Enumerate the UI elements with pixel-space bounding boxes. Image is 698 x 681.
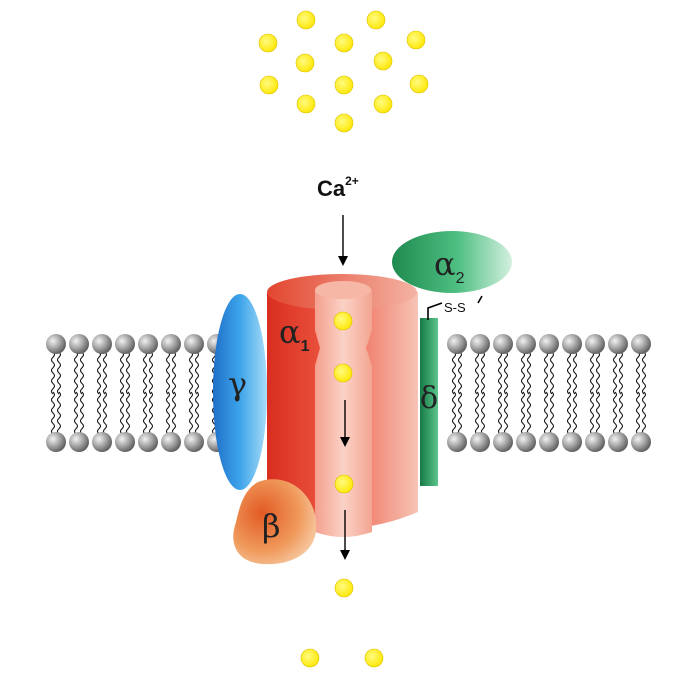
- beta-label: β: [262, 507, 281, 545]
- calcium-ion: [300, 648, 320, 668]
- lipid-molecule: [92, 334, 112, 452]
- lipid-molecule: [608, 334, 628, 452]
- beta-subunit: [233, 479, 317, 565]
- delta-label: δ: [420, 381, 438, 416]
- channel-pore: [315, 290, 372, 537]
- calcium-ion: [406, 30, 426, 50]
- calcium-ion: [364, 648, 384, 668]
- calcium-ion: [296, 94, 316, 114]
- alpha2-symbol: α: [434, 245, 456, 283]
- lipid-molecule: [562, 334, 582, 452]
- alpha2-subscript: 2: [456, 270, 465, 287]
- calcium-ion: [409, 74, 429, 94]
- ion-charge: 2+: [345, 174, 359, 188]
- lipid-molecule: [470, 334, 490, 452]
- calcium-ion: [334, 113, 354, 133]
- delta-subunit: [420, 318, 438, 486]
- disulfide-label: S-S: [444, 300, 466, 315]
- gamma-label: γ: [228, 365, 247, 403]
- calcium-ion: [366, 10, 386, 30]
- lipid-molecule: [46, 334, 66, 452]
- calcium-ion: [259, 75, 279, 95]
- lipid-molecule: [69, 334, 89, 452]
- ion-symbol: Ca: [317, 176, 346, 201]
- calcium-ion: [333, 311, 353, 331]
- lipid-molecule: [161, 334, 181, 452]
- lipid-molecule: [539, 334, 559, 452]
- lipid-molecule: [516, 334, 536, 452]
- lipid-molecule: [585, 334, 605, 452]
- lipid-molecule: [138, 334, 158, 452]
- lipid-molecule: [115, 334, 135, 452]
- alpha2-label: α2: [434, 245, 465, 287]
- alpha1-symbol: α: [279, 313, 301, 351]
- ion-label: Ca2+: [317, 174, 359, 201]
- alpha1-label: α1: [279, 313, 310, 355]
- alpha1-subscript: 1: [301, 338, 310, 355]
- lipid-molecule: [447, 334, 467, 452]
- disulfide-linker: [427, 295, 483, 320]
- lipid-molecule: [184, 334, 204, 452]
- calcium-ions: [258, 10, 429, 668]
- calcium-ion: [295, 53, 315, 73]
- alpha1-subunit: [267, 274, 418, 537]
- calcium-ion: [296, 10, 316, 30]
- calcium-ion: [373, 51, 393, 71]
- arrow-down-icon: [338, 215, 348, 266]
- lipid-molecule: [631, 334, 651, 452]
- calcium-ion: [334, 75, 354, 95]
- calcium-ion: [334, 578, 354, 598]
- calcium-ion: [334, 33, 354, 53]
- arrow-down-icon: [340, 400, 350, 447]
- arrow-down-icon: [340, 510, 350, 560]
- lipid-bilayer: [46, 334, 651, 452]
- alpha2-subunit: [392, 231, 512, 293]
- calcium-ion: [258, 33, 278, 53]
- gamma-subunit: [213, 294, 267, 490]
- calcium-ion: [373, 94, 393, 114]
- calcium-ion: [334, 474, 354, 494]
- lipid-molecule: [493, 334, 513, 452]
- calcium-ion: [333, 363, 353, 383]
